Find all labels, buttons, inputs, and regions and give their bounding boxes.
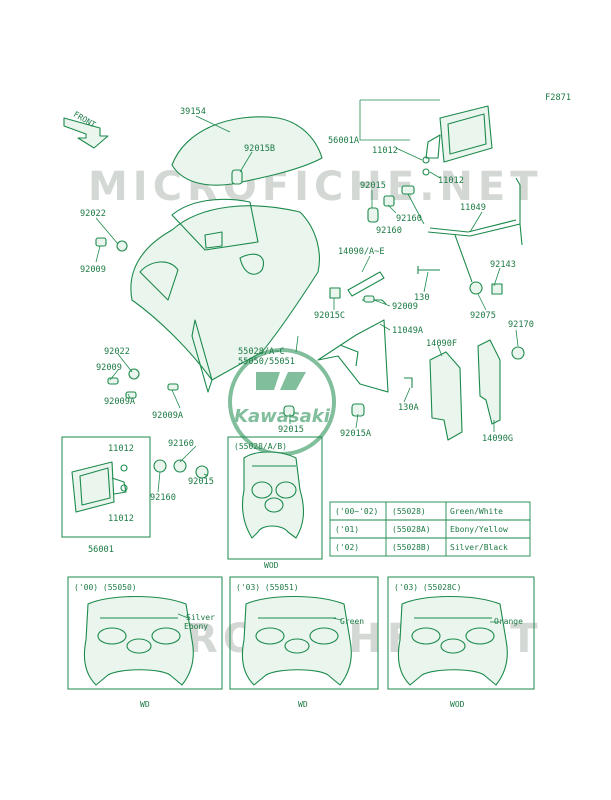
variant-3 [387, 576, 535, 690]
label-92015a: 92015A [340, 429, 372, 439]
label-92022-top: 92022 [80, 209, 106, 219]
table-color-0: Green/White [450, 507, 503, 516]
watermark-top: MICROFICHE.NET [88, 164, 543, 210]
panel-14090g [477, 339, 501, 425]
label-92160-left-2: 92160 [150, 493, 176, 503]
label-11012-top-1: 11012 [372, 146, 398, 156]
label-92170: 92170 [508, 320, 534, 330]
table-part-1: (55028A) [392, 525, 431, 534]
mirror-left [61, 436, 151, 538]
bolt-130 [417, 266, 503, 295]
label-11049a: 11049A [392, 326, 424, 336]
label-92009-mid: 92009 [392, 302, 418, 312]
label-92022-low: 92022 [104, 347, 130, 357]
variant-2-color-1: Green [340, 617, 364, 626]
table-part-0: (55028) [392, 507, 426, 516]
stay-11049a [317, 319, 413, 393]
variant-1-color-1: Silver [186, 613, 215, 622]
grommet-92015b [231, 169, 243, 185]
variant-2-caption: WD [298, 700, 308, 709]
variant-1 [67, 576, 223, 690]
label-39154: 39154 [180, 107, 206, 117]
caption-main: WOD [264, 561, 279, 570]
label-92160-left-1: 92160 [168, 439, 194, 449]
variant-1-color-2: Ebony [184, 622, 208, 631]
label-11012-left-1: 11012 [108, 444, 134, 454]
hardware-top [367, 185, 415, 223]
label-56001a: 56001A [328, 136, 360, 146]
label-92009-low: 92009 [96, 363, 122, 373]
variant-2-header: ('03) (55051) [236, 583, 299, 592]
label-130: 130 [414, 293, 430, 303]
label-92015-top: 92015 [360, 181, 386, 191]
label-14090f: 14090F [426, 339, 457, 349]
panel-14090f [429, 351, 463, 441]
label-92075: 92075 [470, 311, 496, 321]
label-130a: 130A [398, 403, 420, 413]
upper-cowl [130, 198, 320, 393]
hardware-left [153, 459, 209, 479]
label-92009-left: 92009 [80, 265, 106, 275]
label-56001: 56001 [88, 545, 114, 555]
label-92160-top-2: 92160 [376, 226, 402, 236]
label-14090g: 14090G [482, 434, 513, 444]
label-92015c: 92015C [314, 311, 345, 321]
variant-1-header: ('00) (55050) [74, 583, 137, 592]
logo-text: Kawasaki [234, 406, 331, 427]
variant-3-color-1: Orange [494, 617, 523, 626]
leader-lines [95, 115, 519, 623]
variant-3-header: ('03) (55028C) [394, 583, 461, 592]
variant-3-caption: WOD [450, 700, 465, 709]
figure-code: F2871 [545, 93, 571, 103]
label-11012-left-2: 11012 [108, 514, 134, 524]
kawasaki-logo: Kawasaki [228, 348, 336, 456]
stay-11049 [427, 177, 523, 283]
label-55050: 55050/55051 [238, 357, 295, 367]
table-color-2: Silver/Black [450, 543, 508, 552]
table-color-1: Ebony/Yellow [450, 525, 508, 534]
label-92143: 92143 [490, 260, 516, 270]
table-part-2: (55028B) [392, 543, 431, 552]
table-year-2: ('02) [335, 543, 359, 552]
label-55028: 55028/A~C [238, 347, 285, 357]
cowl-variant-main [227, 436, 323, 560]
label-11049: 11049 [460, 203, 486, 213]
windshield [171, 116, 323, 186]
bracket-14090 [329, 271, 387, 305]
label-92160-top-1: 92160 [396, 214, 422, 224]
label-14090: 14090/A~E [338, 247, 385, 257]
color-table: ('00~'02) (55028) Green/White ('01) (550… [329, 501, 531, 557]
label-55028ab: (55028/A/B) [234, 442, 287, 451]
label-92015-left: 92015 [188, 477, 214, 487]
variant-2 [229, 576, 379, 690]
label-92015-mid: 92015 [278, 425, 304, 435]
label-92015b: 92015B [244, 144, 275, 154]
label-92009a-1: 92009A [152, 411, 184, 421]
variant-1-caption: WD [140, 700, 150, 709]
mirror-right [359, 99, 493, 176]
table-year-0: ('00~'02) [335, 507, 378, 516]
label-92009a-2: 92009A [104, 397, 136, 407]
label-11012-top-2: 11012 [438, 176, 464, 186]
front-arrow-icon: FRONT [63, 110, 109, 149]
cap-92170 [511, 346, 525, 360]
table-year-1: ('01) [335, 525, 359, 534]
